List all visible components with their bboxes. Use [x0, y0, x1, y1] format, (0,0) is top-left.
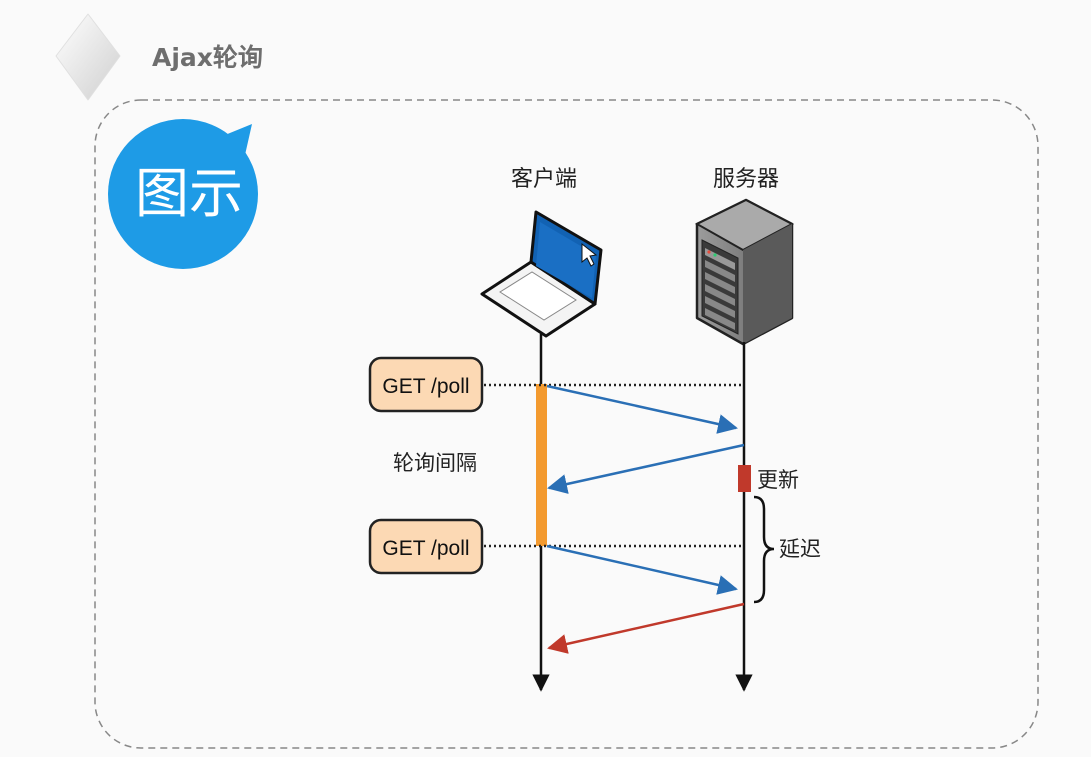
- request-2-box: [368, 518, 484, 575]
- update-marker: [738, 465, 751, 492]
- server-icon: [694, 198, 795, 346]
- header-diamond-icon: [55, 13, 121, 101]
- client-label: 客户端: [511, 167, 577, 192]
- request-1-label: GET /poll: [382, 375, 469, 398]
- response-2-arrow: [547, 602, 745, 654]
- interval-label: 轮询间隔: [393, 451, 477, 475]
- polling-interval-bar: [536, 384, 547, 546]
- response-1-arrow: [547, 443, 745, 494]
- badge-text: 图示: [135, 162, 243, 225]
- request-1-arrow: [546, 384, 738, 434]
- delay-label: 延迟: [779, 537, 821, 561]
- request-1-box: [368, 356, 484, 413]
- badge-bubble: [108, 119, 258, 269]
- content-frame: [94, 99, 1039, 749]
- server-label: 服务器: [713, 167, 779, 192]
- laptop-icon: [480, 210, 603, 338]
- delay-brace: [753, 495, 775, 604]
- request-2-label: GET /poll: [382, 537, 469, 560]
- slide-title: Ajax轮询: [152, 43, 263, 72]
- request-2-arrow: [546, 544, 738, 595]
- update-label: 更新: [757, 468, 799, 492]
